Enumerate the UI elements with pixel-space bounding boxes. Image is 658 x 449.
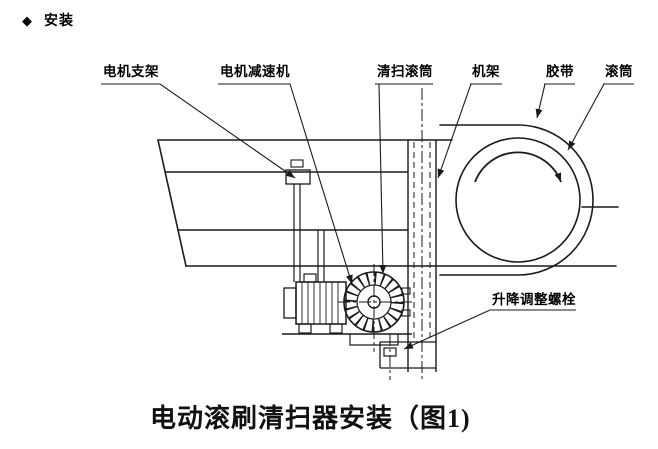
label-lift-adjust-bolt: 升降调整螺栓	[492, 292, 576, 307]
leader-drum	[568, 83, 634, 150]
label-motor-reducer: 电机减速机	[220, 64, 290, 79]
section-title: 安装	[44, 12, 74, 28]
hidden-lines	[338, 88, 431, 382]
drum-circle	[455, 137, 581, 263]
label-motor-bracket: 电机支架	[103, 64, 159, 79]
leader-belt	[537, 83, 575, 118]
label-frame: 机架	[472, 64, 500, 79]
belt-capsule	[439, 124, 594, 276]
leader-motor-bracket	[101, 83, 296, 179]
leader-lift-adjust-bolt	[404, 309, 576, 349]
leader-frame	[438, 83, 502, 178]
label-drum: 滚筒	[605, 64, 633, 79]
conveyor-outline	[157, 124, 619, 276]
frame-strip	[379, 140, 437, 372]
label-cleaning-roller: 清扫滚筒	[377, 64, 433, 79]
section-header: ◆ 安装	[22, 10, 74, 30]
label-belt: 胶带	[546, 64, 574, 79]
leader-cleaning-roller	[375, 83, 433, 274]
motor-support	[285, 159, 325, 282]
rotation-arrow-icon	[474, 151, 562, 183]
leader-lines	[101, 83, 634, 349]
figure-caption: 电动滚刷清扫器安装（图1)	[150, 404, 471, 433]
diamond-bullet-icon: ◆	[22, 12, 32, 28]
leader-motor-reducer	[218, 83, 353, 285]
brush-bristles	[344, 272, 404, 332]
